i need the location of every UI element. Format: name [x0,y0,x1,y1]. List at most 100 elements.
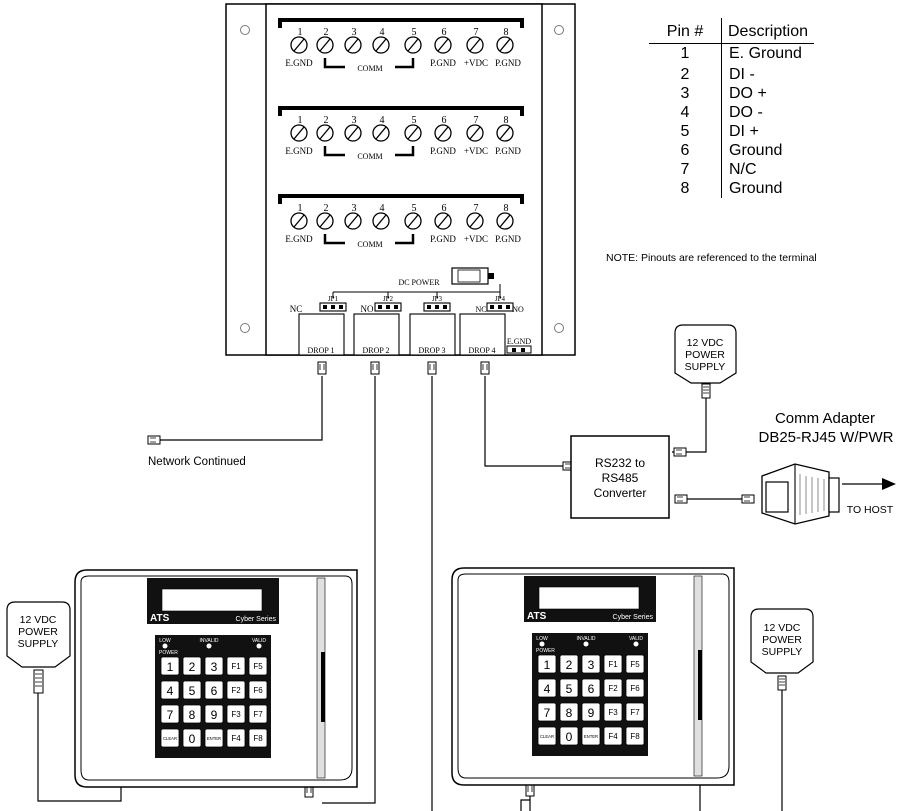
key-label: 5 [566,682,573,696]
pin-description-cell: Ground [729,142,783,159]
network-continued-label: Network Continued [148,456,246,468]
pin-description-cell: DO - [729,104,763,121]
keypad-key[interactable]: 4 [537,678,557,698]
power-supply-left: 12 VDC POWER SUPPLY [6,601,71,694]
lcd-screen [161,588,263,612]
screw-slot [407,214,419,228]
wire-drop1-network [160,376,323,441]
keypad-key[interactable]: 1 [537,654,557,674]
led-label: LOW [536,636,548,642]
key-label: F8 [253,734,263,743]
keypad-key[interactable]: F2 [603,678,623,698]
keypad-key[interactable]: F1 [226,656,246,676]
keypad-key[interactable]: CLEAR [160,728,180,748]
keypad-key[interactable]: ENTER [204,728,224,748]
keypad-key[interactable]: F3 [603,702,623,722]
keypad-key[interactable]: 4 [160,680,180,700]
comm-label: COMM [357,64,382,73]
pgnd-label: P.GND [430,146,456,156]
comm-adapter: Comm Adapter DB25-RJ45 W/PWR TO HOST [758,410,896,525]
key-label: 7 [544,706,551,720]
terminal-pin-number: 6 [442,27,447,38]
keypad-key[interactable]: 0 [559,726,579,746]
egnd-small-label: E.GND [507,337,531,346]
keypad-key[interactable]: 2 [182,656,202,676]
terminal-pin-number: 2 [324,203,329,214]
screw-slot [499,38,511,52]
drop-port [459,313,506,356]
keypad-key[interactable]: ENTER [581,726,601,746]
keypad-key[interactable]: 3 [581,654,601,674]
keypad-key[interactable]: F8 [625,726,645,746]
pin-description-cell: DI + [729,123,759,140]
vdc-label: +VDC [464,58,488,68]
keypad-key[interactable]: 9 [204,704,224,724]
keypad-key[interactable]: F7 [625,702,645,722]
pinout-table-header: Pin # Description [649,18,815,44]
pgnd-label: P.GND [495,146,521,156]
keypad-key[interactable]: 8 [182,704,202,724]
keypad-key[interactable]: F5 [248,656,268,676]
comm-label: COMM [357,240,382,249]
key-label: 6 [588,682,595,696]
key-label: 2 [189,660,196,674]
terminal-pin-number: 1 [298,27,303,38]
terminal-pin-number: 4 [380,203,385,214]
screw-slot [437,38,449,52]
keypad-key[interactable]: 1 [160,656,180,676]
screw-slot [347,214,359,228]
keypad-key[interactable]: 3 [204,656,224,676]
keypad-key[interactable]: 8 [559,702,579,722]
keypad-key[interactable]: F3 [226,704,246,724]
host-arrow-head [882,478,896,490]
no-label: NO [512,305,524,314]
key-label: F8 [630,732,640,741]
keypad-key[interactable]: CLEAR [537,726,557,746]
keypad-key[interactable]: 2 [559,654,579,674]
terminal-pin-number: 7 [474,115,479,126]
rj45-plug-icon [673,447,687,457]
key-label: 0 [189,732,196,746]
key-label: F1 [231,662,241,671]
keypad-key[interactable]: 6 [581,678,601,698]
terminal-series: Cyber Series [236,616,277,623]
key-label: 9 [211,708,218,722]
screw-slot [375,214,387,228]
no-label: NO [361,304,374,314]
keypad-key[interactable]: F6 [248,680,268,700]
rj45-plug-icon [525,783,535,797]
keypad-key[interactable]: F4 [603,726,623,746]
keypad-key[interactable]: F8 [248,728,268,748]
led-label: LOW [159,638,171,644]
keypad-key[interactable]: F7 [248,704,268,724]
keypad-key[interactable]: 7 [160,704,180,724]
keypad-key[interactable]: 9 [581,702,601,722]
jumper-label: JP2 [383,295,394,303]
terminal-series: Cyber Series [613,614,654,621]
keypad-key[interactable]: F4 [226,728,246,748]
keypad-key[interactable]: 5 [559,678,579,698]
pin-number-cell: 6 [649,141,722,160]
keypad-key[interactable]: 5 [182,680,202,700]
keypad-key[interactable]: 7 [537,702,557,722]
vdc-label: +VDC [464,234,488,244]
terminal-pin-number: 4 [380,115,385,126]
keypad-key[interactable]: F1 [603,654,623,674]
keypad-key[interactable]: 0 [182,728,202,748]
keypad-key[interactable]: F5 [625,654,645,674]
keypad-key[interactable]: F6 [625,678,645,698]
drop-label: DROP 3 [418,346,445,355]
key-label: F4 [608,732,618,741]
pin-number-cell: 4 [649,103,722,122]
pin-number-cell: 2 [649,63,722,84]
keypad-key[interactable]: F2 [226,680,246,700]
terminal-pin-number: 4 [380,27,385,38]
key-label: F2 [231,686,241,695]
screw-slot [407,126,419,140]
keypad-key[interactable]: 6 [204,680,224,700]
vdc-label: +VDC [464,146,488,156]
mount-hole [240,25,250,35]
